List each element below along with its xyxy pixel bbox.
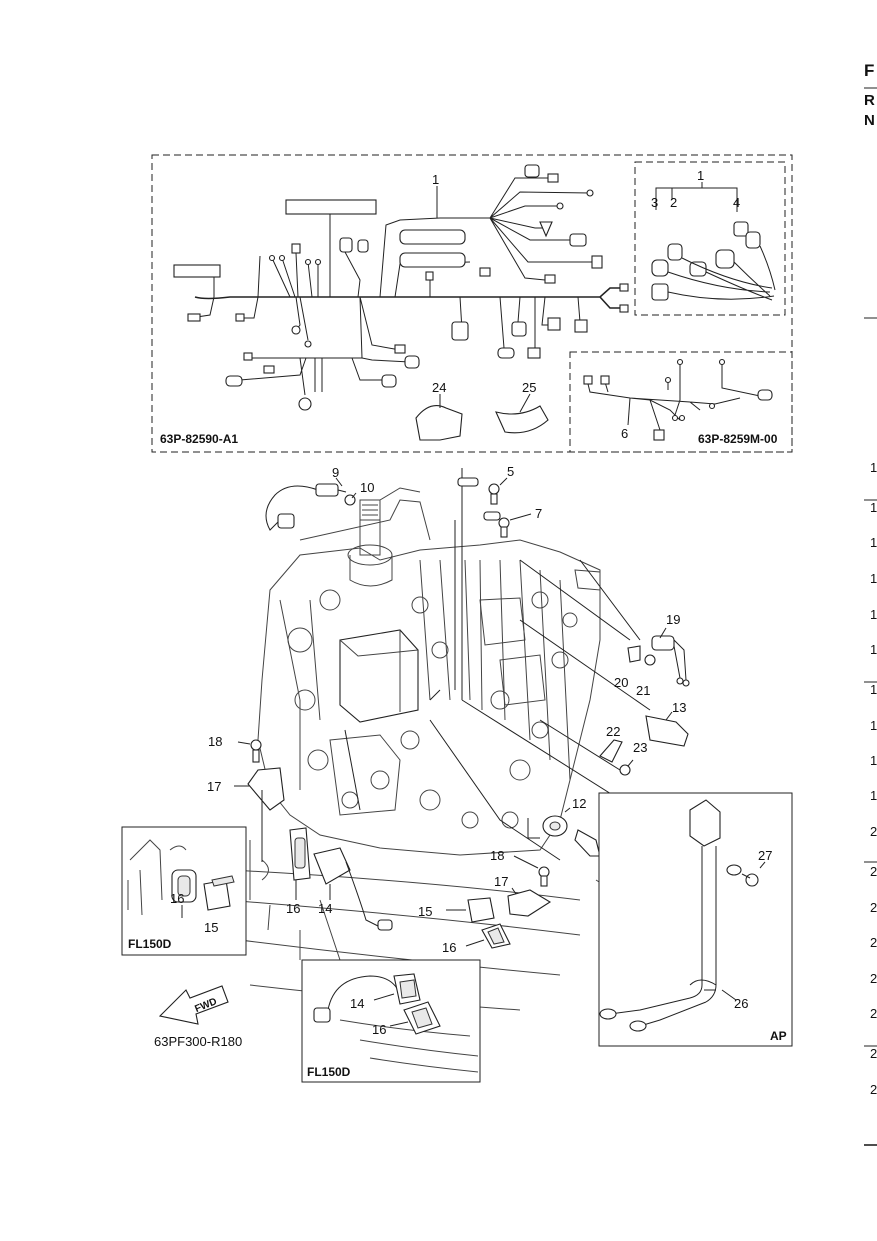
fl150d-left-inset: 16 15 FL150D: [121, 826, 247, 956]
fl150d-bottom-title: FL150D: [307, 1065, 351, 1079]
inset-callout-4: 4: [733, 195, 740, 210]
callout-14-mid: 14: [318, 901, 332, 916]
ap-title: AP: [770, 1029, 787, 1043]
ap-inset: 27 26 AP: [598, 792, 793, 1047]
callout-19: 19: [666, 612, 680, 627]
callout-1: 1: [432, 172, 439, 187]
fl150d-bottom-callout-14: 14: [350, 996, 364, 1011]
edge-num: 2: [870, 1046, 877, 1061]
edge-num: 2: [870, 900, 877, 915]
edge-num: 2: [870, 1082, 877, 1097]
fl150d-left-callout-15: 15: [204, 920, 218, 935]
edge-num: 1: [870, 753, 877, 768]
edge-num: 1: [870, 682, 877, 697]
inset-callout-1: 1: [697, 168, 704, 183]
sub-harness-callout-6: 6: [621, 426, 628, 441]
callout-13: 13: [672, 700, 686, 715]
fl150d-left-title: FL150D: [128, 937, 172, 951]
edge-num: 1: [870, 535, 877, 550]
fl150d-bottom-callout-16: 16: [372, 1022, 386, 1037]
engine-block: [224, 487, 601, 1011]
callout-16-mid: 16: [286, 901, 300, 916]
edge-num: 1: [870, 788, 877, 803]
callout-22: 22: [606, 724, 620, 739]
sub-harness-inset: 6 63P-8259M-00: [569, 351, 793, 453]
engine-parts: 9 10 5 7 19 20 21 13 22 23: [207, 464, 701, 955]
edge-num: 2: [870, 971, 877, 986]
edge-num: 1: [870, 571, 877, 586]
edge-num: 2: [870, 864, 877, 879]
edge-letter-f: F: [864, 61, 874, 80]
fl150d-left-callout-16: 16: [170, 891, 184, 906]
callout-7: 7: [535, 506, 542, 521]
ap-callout-26: 26: [734, 996, 748, 1011]
harness-code: 63P-82590-A1: [160, 432, 238, 446]
figure-code: 63PF300-R180: [154, 1034, 242, 1049]
fwd-arrow: FWD: [158, 985, 229, 1025]
right-edge-column: F R N 1 1 1 1 1 1 1 1 1 1 2 2 2 2 2 2 2 …: [864, 61, 877, 1146]
callout-17-upper: 17: [207, 779, 221, 794]
edge-letter-r: R: [864, 92, 875, 109]
inset-callout-3: 3: [651, 195, 658, 210]
edge-num: 1: [870, 500, 877, 515]
edge-num: 1: [870, 607, 877, 622]
edge-num: 1: [870, 718, 877, 733]
callout-12: 12: [572, 796, 586, 811]
edge-letter-n: N: [864, 112, 875, 129]
callout-9: 9: [332, 465, 339, 480]
callout-17-lower: 17: [494, 874, 508, 889]
inset-callout-2: 2: [670, 195, 677, 210]
edge-num: 2: [870, 824, 877, 839]
callout-18-upper: 18: [208, 734, 222, 749]
wire-harness-box: 1 24 25 63P-82590-A1: [151, 154, 793, 453]
callout-5: 5: [507, 464, 514, 479]
lead-inset: 1 3 2 4: [634, 161, 786, 316]
edge-num: 1: [870, 642, 877, 657]
callout-24: 24: [432, 380, 446, 395]
callout-15-lower: 15: [418, 904, 432, 919]
callout-10: 10: [360, 480, 374, 495]
callout-21: 21: [636, 683, 650, 698]
edge-num: 2: [870, 935, 877, 950]
ap-callout-27: 27: [758, 848, 772, 863]
callout-20: 20: [614, 675, 628, 690]
fl150d-bottom-inset: 14 16 FL150D: [301, 959, 481, 1083]
edge-num: 1: [870, 460, 877, 475]
callout-16-lower: 16: [442, 940, 456, 955]
callout-23: 23: [633, 740, 647, 755]
callout-25: 25: [522, 380, 536, 395]
sub-harness-code: 63P-8259M-00: [698, 432, 778, 446]
callout-18-lower: 18: [490, 848, 504, 863]
edge-num: 2: [870, 1006, 877, 1021]
